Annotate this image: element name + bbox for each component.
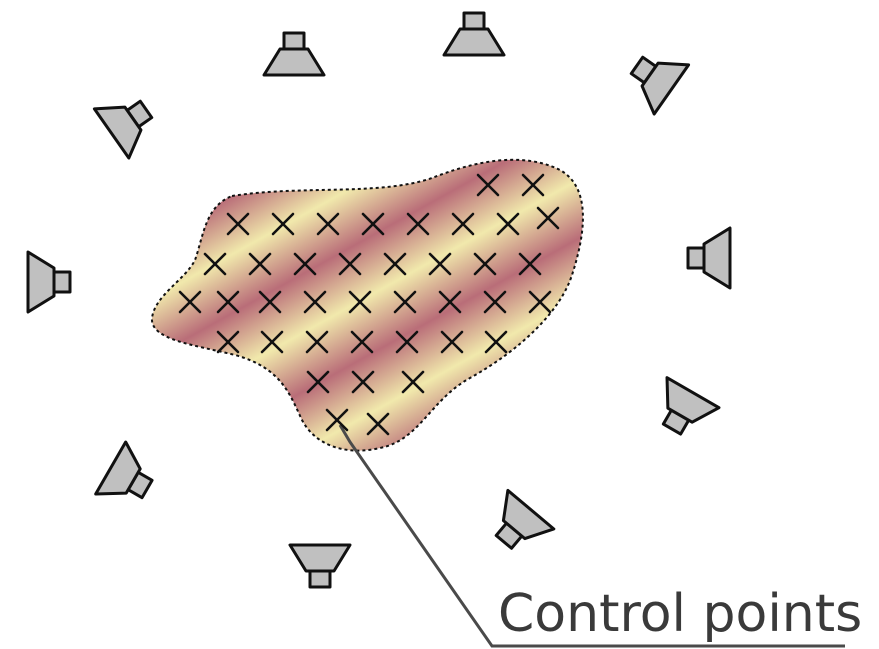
loudspeaker-icon xyxy=(28,252,70,312)
loudspeaker-icon xyxy=(290,545,350,587)
loudspeaker-icon xyxy=(688,228,730,288)
loudspeaker-icon xyxy=(264,33,324,75)
loudspeaker-icon xyxy=(620,41,689,114)
loudspeaker-icon xyxy=(646,378,719,444)
control-region xyxy=(152,160,583,451)
loudspeaker-icon xyxy=(94,85,163,158)
control-points-label: Control points xyxy=(498,588,862,640)
loudspeaker-icon xyxy=(481,490,554,561)
loudspeaker-icon xyxy=(444,13,504,55)
loudspeaker-icon xyxy=(96,442,162,515)
